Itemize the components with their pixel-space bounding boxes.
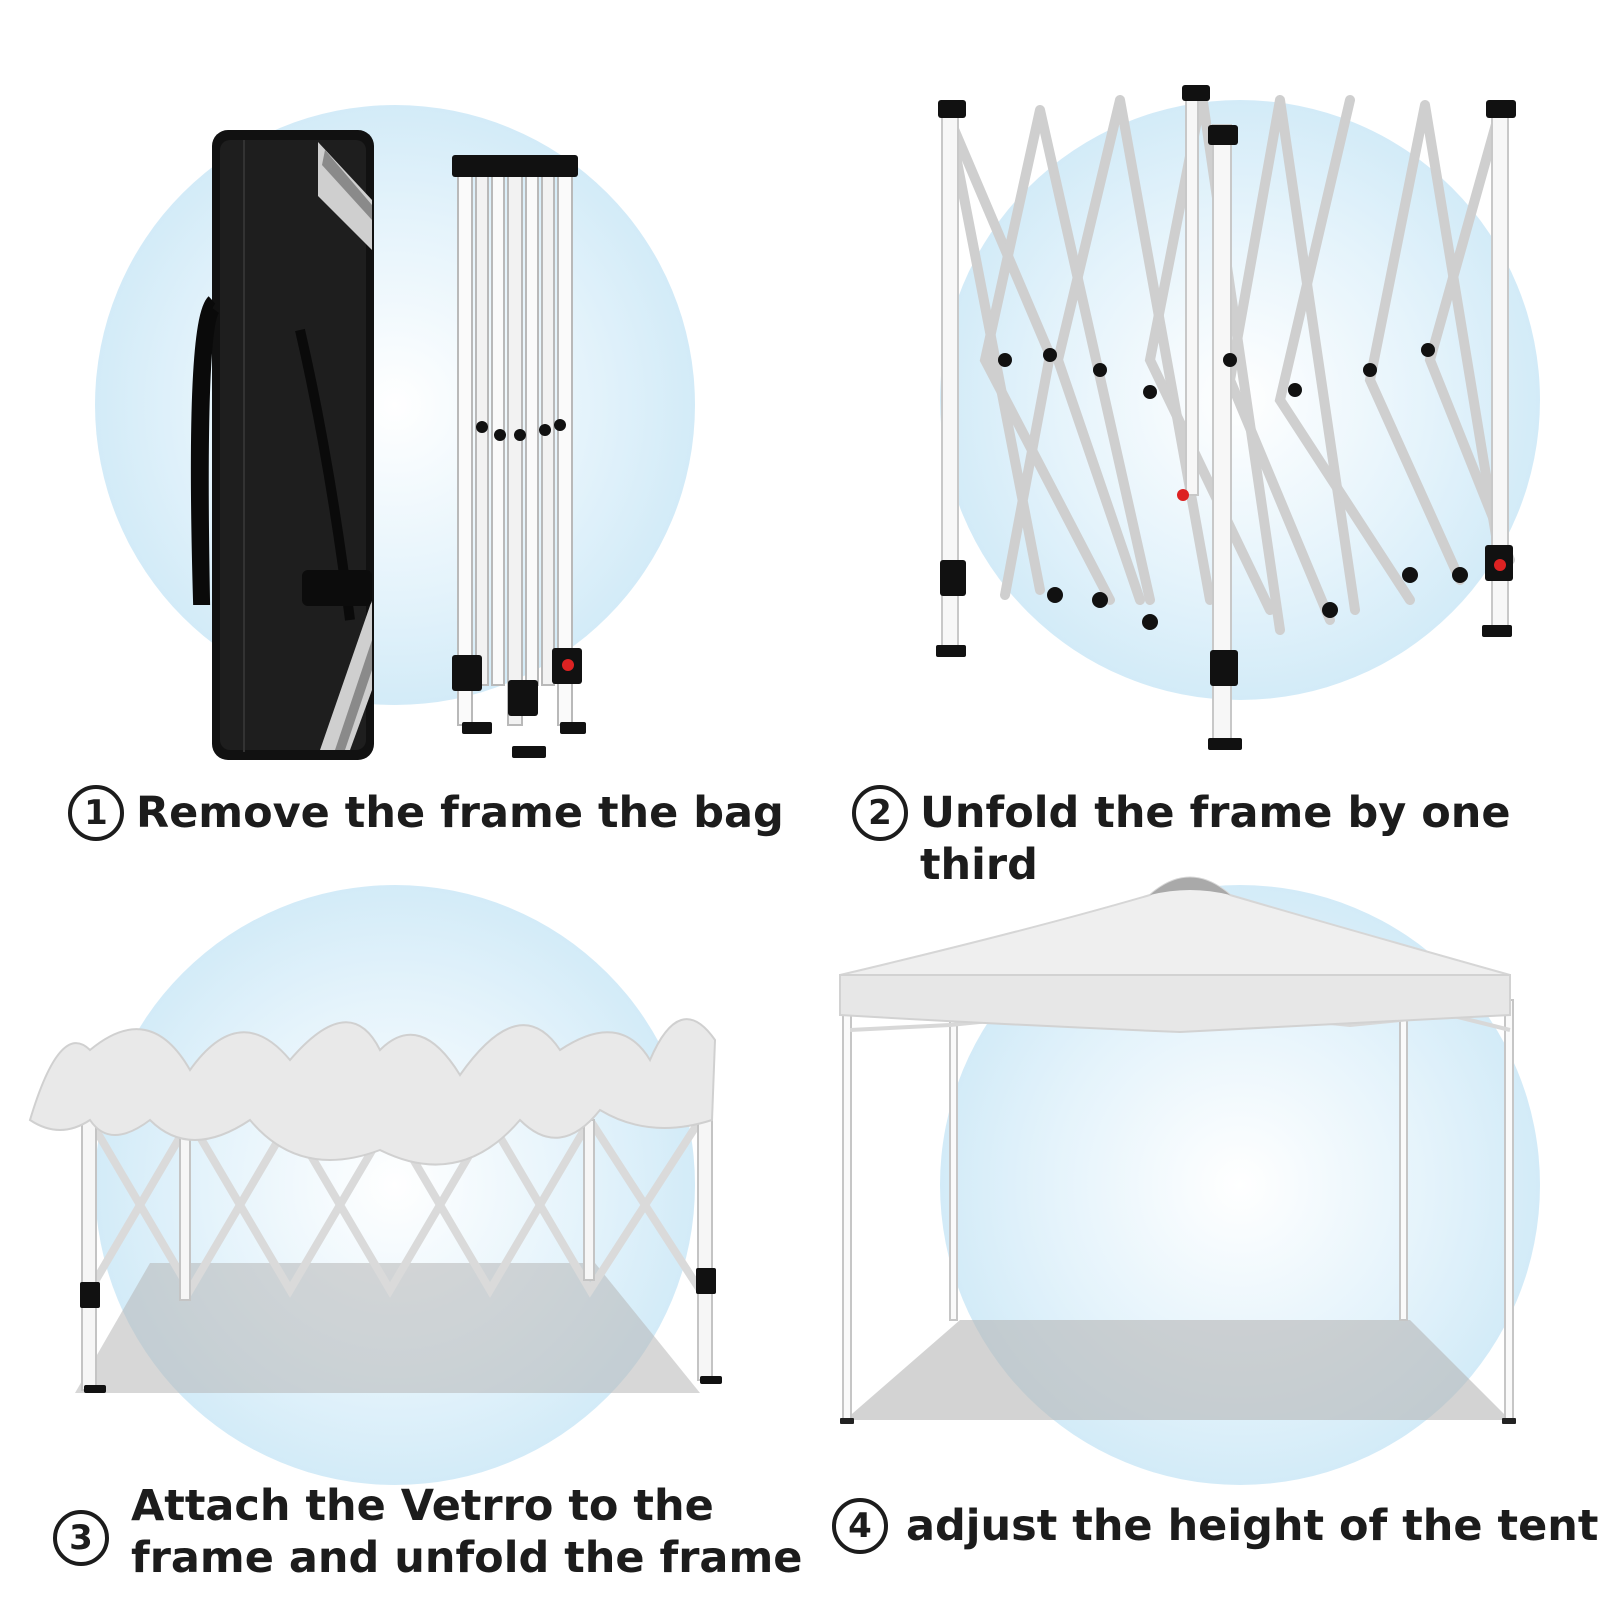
assembled-canopy-tent-image bbox=[839, 876, 1516, 1424]
step-2-panel: 2 Unfold the frame by one third bbox=[810, 0, 1620, 890]
step-4-caption: 4 adjust the height of the tent bbox=[832, 1498, 1599, 1554]
step-2-caption: 2 Unfold the frame by one third bbox=[852, 785, 1620, 891]
ground-shadow-icon bbox=[75, 1263, 700, 1393]
frame-with-canopy-image bbox=[28, 1018, 722, 1393]
step-2-text: Unfold the frame by one third bbox=[920, 788, 1511, 890]
step-3-caption: 3 Attach the Vetrro to the frame and unf… bbox=[53, 1480, 802, 1584]
frame-brackets-icon bbox=[936, 85, 1516, 750]
step-4-number-badge: 4 bbox=[832, 1498, 888, 1554]
step-3-text: Attach the Vetrro to the frame and unfol… bbox=[131, 1481, 803, 1583]
frame-joints-icon bbox=[452, 155, 586, 758]
step-3-number-badge: 3 bbox=[53, 1510, 109, 1566]
step-1-caption: 1 Remove the frame the bag bbox=[68, 785, 784, 841]
step-2-number-badge: 2 bbox=[852, 785, 908, 841]
tent-shadow-icon bbox=[845, 1320, 1510, 1420]
partially-unfolded-frame-image bbox=[936, 85, 1516, 750]
step-1-text: Remove the frame the bag bbox=[136, 788, 784, 838]
folded-frame-icon bbox=[457, 164, 573, 726]
step-4-text: adjust the height of the tent bbox=[906, 1501, 1599, 1551]
step-1-number-badge: 1 bbox=[68, 785, 124, 841]
step-4-panel: 4 adjust the height of the tent bbox=[810, 820, 1620, 1620]
tent-legs-icon bbox=[81, 1079, 713, 1391]
canopy-roof-icon bbox=[839, 876, 1511, 1034]
carry-bag-icon bbox=[190, 130, 374, 760]
step-1-panel: 1 Remove the frame the bag bbox=[0, 0, 810, 841]
canopy-fabric-icon bbox=[28, 1018, 717, 1166]
carry-bag-and-folded-frame-image bbox=[190, 130, 586, 760]
step-3-panel: 3 Attach the Vetrro to the frame and unf… bbox=[0, 820, 810, 1620]
